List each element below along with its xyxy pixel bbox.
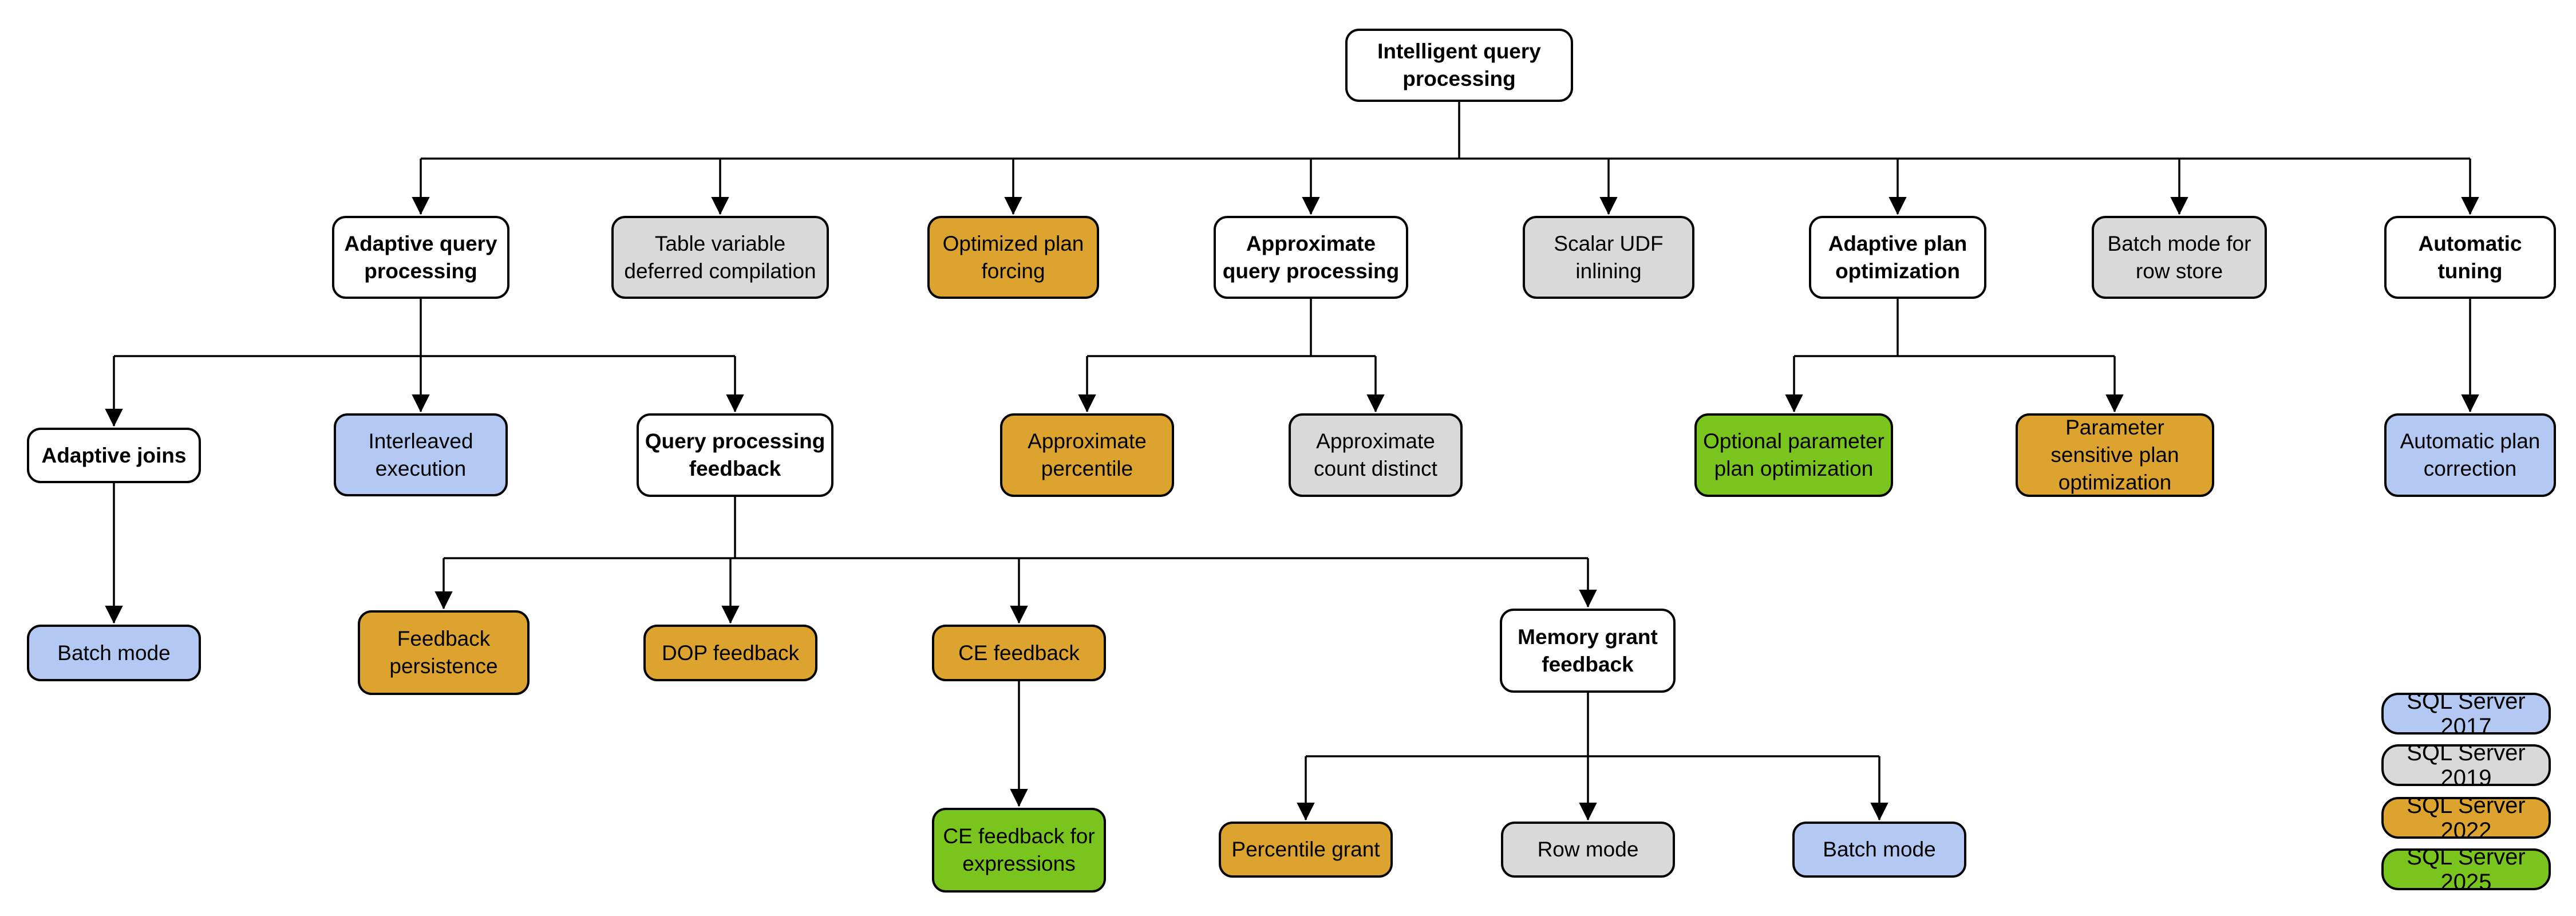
node-approximate-percentile: Approximate percentile bbox=[1000, 413, 1174, 497]
node-adaptive-joins: Adaptive joins bbox=[27, 428, 201, 483]
node-approximate-count-distinct: Approximate count distinct bbox=[1289, 413, 1463, 497]
node-label: Batch mode for row store bbox=[2107, 231, 2251, 283]
legend-label: SQL Server 2025 bbox=[2407, 844, 2526, 895]
node-label: Approximate query processing bbox=[1222, 231, 1400, 283]
node-label: Adaptive joins bbox=[41, 443, 187, 467]
node-label: Automatic plan correction bbox=[2400, 429, 2541, 480]
node-label: Approximate percentile bbox=[1028, 429, 1147, 480]
node-table-variable-deferred-compilation: Table variable deferred compilation bbox=[611, 216, 829, 299]
node-memory-grant-feedback: Memory grant feedback bbox=[1500, 609, 1676, 693]
legend-item-sql-server-2019: SQL Server 2019 bbox=[2381, 740, 2551, 791]
legend-label: SQL Server 2022 bbox=[2407, 792, 2526, 843]
node-batch-mode-for-row-store: Batch mode for row store bbox=[2092, 216, 2267, 299]
node-optional-parameter-plan-optimization: Optional parameter plan optimization bbox=[1694, 413, 1893, 497]
node-label: Batch mode bbox=[1823, 838, 1936, 861]
node-label: CE feedback bbox=[958, 641, 1080, 665]
node-label: Approximate count distinct bbox=[1314, 429, 1437, 480]
node-row-mode: Row mode bbox=[1501, 822, 1675, 878]
node-label: Automatic tuning bbox=[2418, 231, 2522, 283]
node-automatic-tuning: Automatic tuning bbox=[2384, 216, 2556, 299]
node-label: Table variable deferred compilation bbox=[624, 231, 816, 283]
node-label: Adaptive query processing bbox=[344, 231, 497, 283]
node-label: Percentile grant bbox=[1231, 838, 1380, 861]
node-label: Optional parameter plan optimization bbox=[1703, 429, 1884, 480]
node-feedback-persistence: Feedback persistence bbox=[358, 610, 530, 695]
node-label: Query processing feedback bbox=[645, 429, 825, 480]
legend-item-sql-server-2022: SQL Server 2022 bbox=[2381, 793, 2551, 843]
legend-label: SQL Server 2017 bbox=[2407, 688, 2526, 739]
node-label: Scalar UDF inlining bbox=[1554, 231, 1664, 283]
node-approximate-query-processing: Approximate query processing bbox=[1214, 216, 1408, 299]
node-interleaved-execution: Interleaved execution bbox=[334, 413, 508, 496]
node-dop-feedback: DOP feedback bbox=[643, 625, 817, 681]
node-batch-mode-memory-grant: Batch mode bbox=[1792, 822, 1966, 878]
node-label: Row mode bbox=[1537, 838, 1639, 861]
legend-item-sql-server-2025: SQL Server 2025 bbox=[2381, 844, 2551, 895]
legend-label: SQL Server 2019 bbox=[2407, 740, 2526, 791]
node-batch-mode-adaptive-joins: Batch mode bbox=[27, 625, 201, 681]
node-percentile-grant: Percentile grant bbox=[1219, 822, 1393, 878]
node-intelligent-query-processing: Intelligent query processing bbox=[1345, 29, 1573, 102]
node-label: DOP feedback bbox=[662, 641, 799, 665]
node-label: Interleaved execution bbox=[368, 429, 473, 480]
node-scalar-udf-inlining: Scalar UDF inlining bbox=[1523, 216, 1694, 299]
node-label: Batch mode bbox=[57, 641, 171, 665]
node-adaptive-plan-optimization: Adaptive plan optimization bbox=[1809, 216, 1986, 299]
node-parameter-sensitive-plan-optimization: Parameter sensitive plan optimization bbox=[2016, 413, 2214, 497]
node-automatic-plan-correction: Automatic plan correction bbox=[2384, 413, 2556, 497]
node-query-processing-feedback: Query processing feedback bbox=[637, 413, 833, 497]
node-label: Optimized plan forcing bbox=[942, 231, 1084, 283]
node-label: Adaptive plan optimization bbox=[1828, 231, 1967, 283]
node-label: Parameter sensitive plan optimization bbox=[2050, 416, 2179, 494]
node-label: Feedback persistence bbox=[389, 627, 498, 678]
node-label: Memory grant feedback bbox=[1518, 625, 1658, 676]
node-ce-feedback-for-expressions: CE feedback for expressions bbox=[932, 808, 1106, 893]
node-optimized-plan-forcing: Optimized plan forcing bbox=[927, 216, 1099, 299]
legend-item-sql-server-2017: SQL Server 2017 bbox=[2381, 689, 2551, 739]
node-label: CE feedback for expressions bbox=[943, 824, 1095, 875]
node-adaptive-query-processing: Adaptive query processing bbox=[332, 216, 509, 299]
node-label: Intelligent query processing bbox=[1377, 40, 1541, 90]
node-ce-feedback: CE feedback bbox=[932, 625, 1106, 681]
